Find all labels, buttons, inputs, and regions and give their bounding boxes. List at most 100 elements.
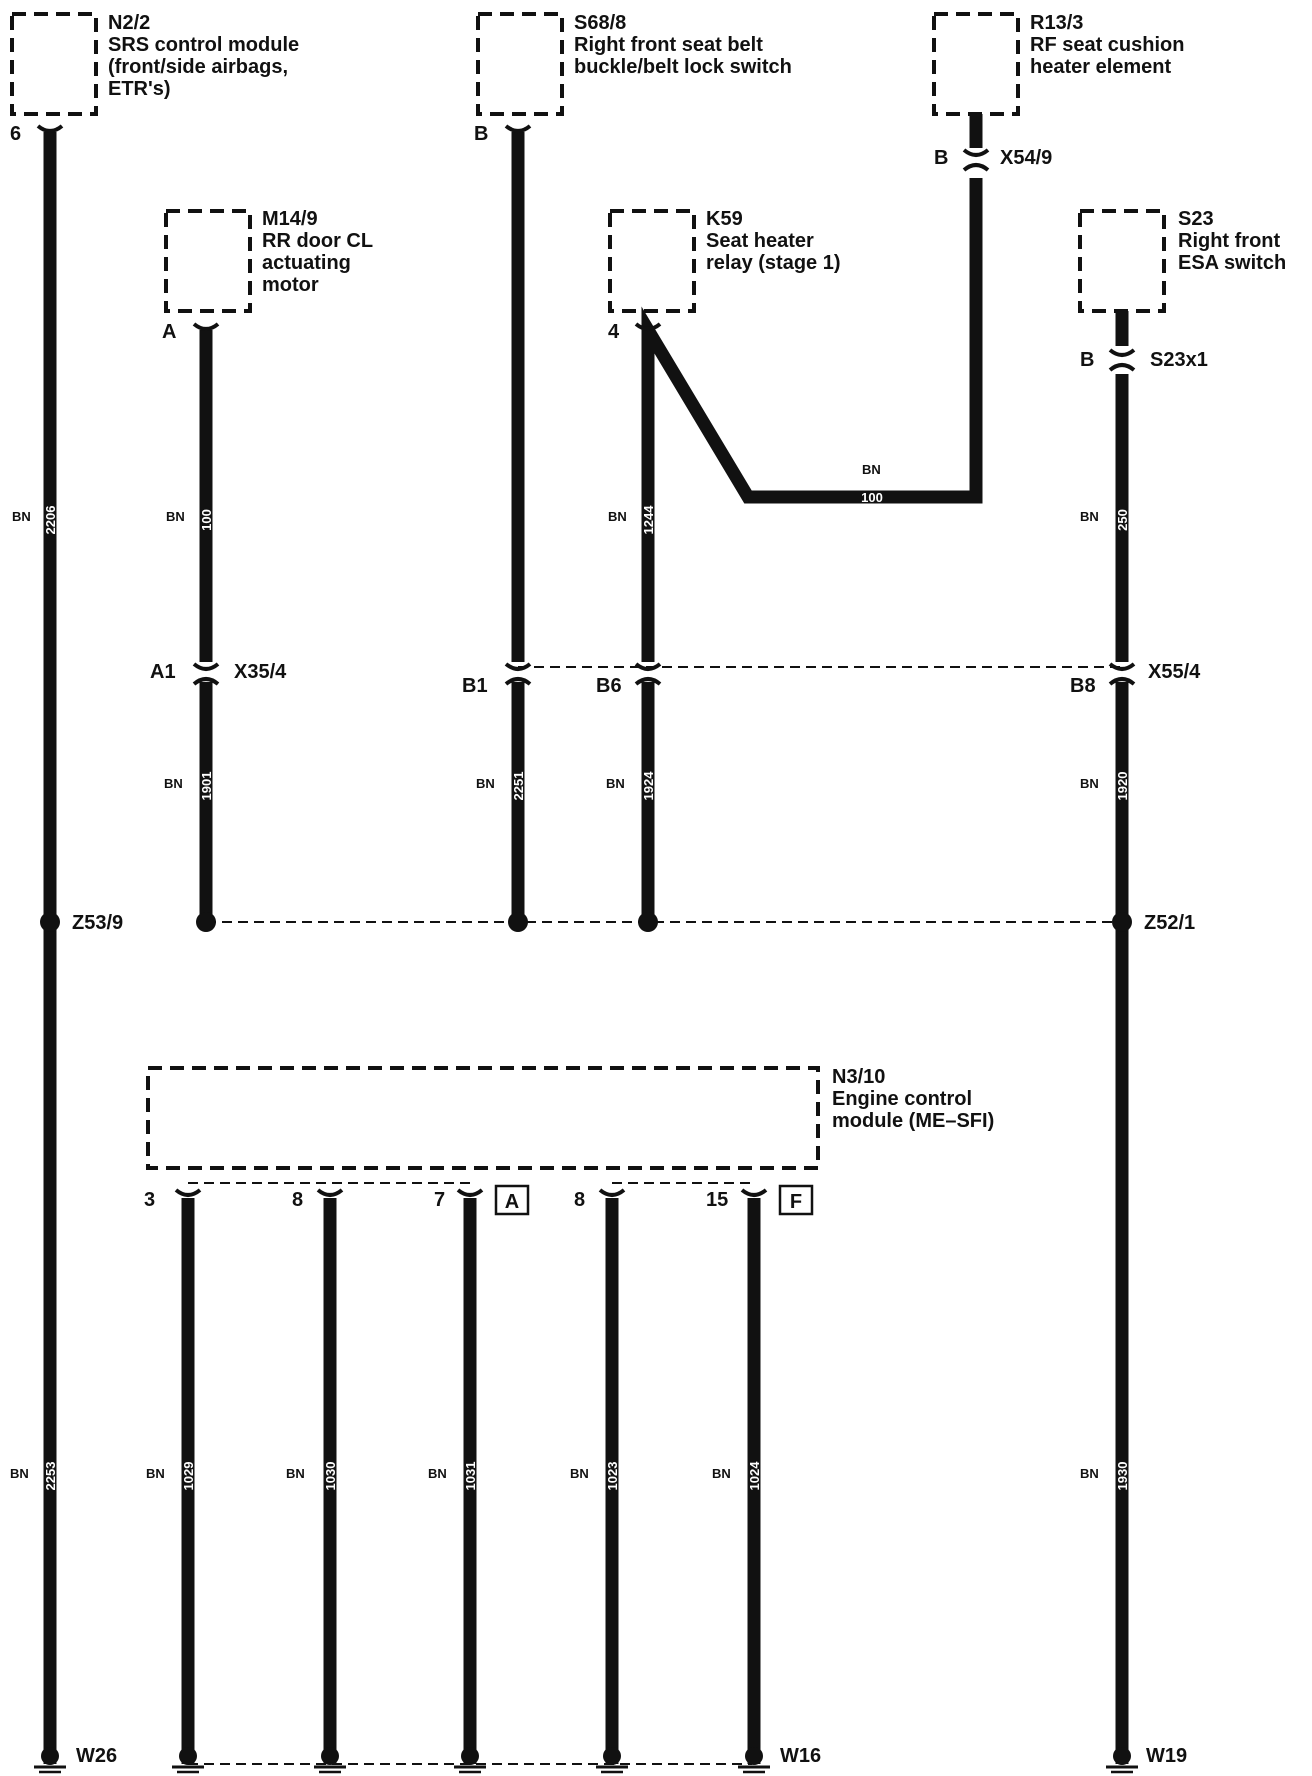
- pin-cap-ecm-5: [740, 1188, 768, 1197]
- splice-dot-s68-8: [508, 912, 528, 932]
- component-desc-n2-2-line2: (front/side airbags,: [108, 56, 288, 78]
- wire-number-1030: 1030: [323, 1462, 338, 1491]
- wire-color-2253: BN: [10, 1466, 29, 1481]
- ground-symbol-w16: [738, 1747, 770, 1774]
- component-id-m14-9: M14/9: [262, 208, 318, 230]
- pin-cap-ecm-3: [456, 1188, 484, 1197]
- connector-pin-a1: A1: [150, 661, 176, 683]
- wire-color-1244: BN: [608, 509, 627, 524]
- wire-number-1029: 1029: [181, 1462, 196, 1491]
- wire-color-1023: BN: [570, 1466, 589, 1481]
- component-desc-m14-9-line1: RR door CL: [262, 230, 373, 252]
- pin-cap-ecm-4: [598, 1188, 626, 1197]
- wire-1244-and-100-k59: [641, 178, 983, 662]
- connector-label-x55-4: X55/4: [1148, 661, 1201, 683]
- splice-dot-m14-9: [196, 912, 216, 932]
- component-desc-m14-9-line3: motor: [262, 274, 319, 296]
- ground-symbol-ecm-4: [596, 1747, 628, 1774]
- pin-cap-m14-9: [192, 322, 220, 331]
- pin-cap-s68-8: [504, 124, 532, 133]
- pin-label-ecm-4: 8: [574, 1189, 585, 1211]
- wire-color-1031: BN: [428, 1466, 447, 1481]
- ground-label-w16: W16: [780, 1745, 821, 1767]
- wire-number-100-k59: 100: [861, 490, 883, 505]
- connector-cap-x54-9: [962, 148, 990, 172]
- component-box-r13-3: [932, 12, 1020, 116]
- component-box-n2-2: [10, 12, 98, 116]
- ground-label-w26: W26: [76, 1745, 117, 1767]
- pin-cap-ecm-1: [174, 1188, 202, 1197]
- wire-number-1031: 1031: [463, 1462, 478, 1491]
- component-desc-k59-line1: Seat heater: [706, 230, 814, 252]
- pin-cap-k59: [634, 322, 662, 331]
- wire-number-250: 250: [1115, 509, 1130, 531]
- component-id-s68-8: S68/8: [574, 12, 626, 34]
- component-desc-r13-3-line2: heater element: [1030, 56, 1172, 78]
- component-id-r13-3: R13/3: [1030, 12, 1083, 34]
- ecm-plug-a-label: A: [505, 1191, 519, 1213]
- wire-number-1920: 1920: [1115, 772, 1130, 801]
- ground-symbol-w26: [34, 1747, 66, 1774]
- ground-symbol-w19: [1106, 1747, 1138, 1774]
- component-desc-n2-2-line3: ETR's): [108, 78, 171, 100]
- component-desc-s23-line2: ESA switch: [1178, 252, 1286, 274]
- component-desc-s68-8-line1: Right front seat belt: [574, 34, 763, 56]
- connector-label-x54-9: X54/9: [1000, 147, 1052, 169]
- wire-number-1901: 1901: [199, 772, 214, 801]
- ground-symbol-ecm-3: [454, 1747, 486, 1774]
- splice-dot-z52-1: [1112, 912, 1132, 932]
- connector-label-s23x1: S23x1: [1150, 349, 1208, 371]
- wire-color-1924: BN: [606, 776, 625, 791]
- wire-number-1024: 1024: [747, 1461, 762, 1491]
- pin-label-ecm-5: 15: [706, 1189, 728, 1211]
- wire-number-1930: 1930: [1115, 1462, 1130, 1491]
- pin-label-s68-8: B: [474, 123, 488, 145]
- wire-color-1029: BN: [146, 1466, 165, 1481]
- ground-symbol-ecm-2: [314, 1747, 346, 1774]
- connector-cap-s23x1: [1108, 348, 1136, 372]
- component-desc-n3-10-line1: Engine control: [832, 1088, 972, 1110]
- pin-label-s23: B: [1080, 349, 1094, 371]
- component-box-k59: [608, 209, 696, 313]
- ecm-plug-f-label: F: [790, 1191, 802, 1213]
- pin-label-ecm-2: 8: [292, 1189, 303, 1211]
- component-desc-s68-8-line2: buckle/belt lock switch: [574, 56, 792, 78]
- pin-cap-ecm-2: [316, 1188, 344, 1197]
- component-box-s68-8: [476, 12, 564, 116]
- component-desc-r13-3-line1: RF seat cushion: [1030, 34, 1184, 56]
- wire-color-1920: BN: [1080, 776, 1099, 791]
- component-id-n2-2: N2/2: [108, 12, 150, 34]
- wire-color-1030: BN: [286, 1466, 305, 1481]
- splice-dot-k59: [638, 912, 658, 932]
- component-id-s23: S23: [1178, 208, 1214, 230]
- component-box-n3-10: [146, 1066, 820, 1170]
- pin-label-ecm-1: 3: [144, 1189, 155, 1211]
- splice-label-z52-1: Z52/1: [1144, 912, 1195, 934]
- ecm-plug-a-box: [494, 1184, 530, 1216]
- wire-color-1901: BN: [164, 776, 183, 791]
- pin-label-r13-3: B: [934, 147, 948, 169]
- pin-label-n2-2: 6: [10, 123, 21, 145]
- component-id-k59: K59: [706, 208, 743, 230]
- wire-color-1024: BN: [712, 1466, 731, 1481]
- wire-color-100-m14-9: BN: [166, 509, 185, 524]
- ecm-plug-f-box: [778, 1184, 814, 1216]
- wire-number-1023: 1023: [605, 1462, 620, 1491]
- splice-dot-z53-9: [40, 912, 60, 932]
- wire-number-100-m14-9: 100: [199, 509, 214, 531]
- connector-pin-b6: B6: [596, 675, 622, 697]
- wire-color-1930: BN: [1080, 1466, 1099, 1481]
- connector-cap-x35-4: [192, 662, 220, 686]
- pin-label-k59: 4: [608, 321, 620, 343]
- wire-color-250: BN: [1080, 509, 1099, 524]
- wire-color-2251: BN: [476, 776, 495, 791]
- component-box-m14-9: [164, 209, 252, 313]
- wire-number-2251: 2251: [511, 772, 526, 801]
- wire-number-1244: 1244: [641, 505, 656, 535]
- component-desc-s23-line1: Right front: [1178, 230, 1281, 252]
- component-desc-k59-line2: relay (stage 1): [706, 252, 841, 274]
- splice-label-z53-9: Z53/9: [72, 912, 123, 934]
- component-id-n3-10: N3/10: [832, 1066, 885, 1088]
- component-box-s23: [1078, 209, 1166, 313]
